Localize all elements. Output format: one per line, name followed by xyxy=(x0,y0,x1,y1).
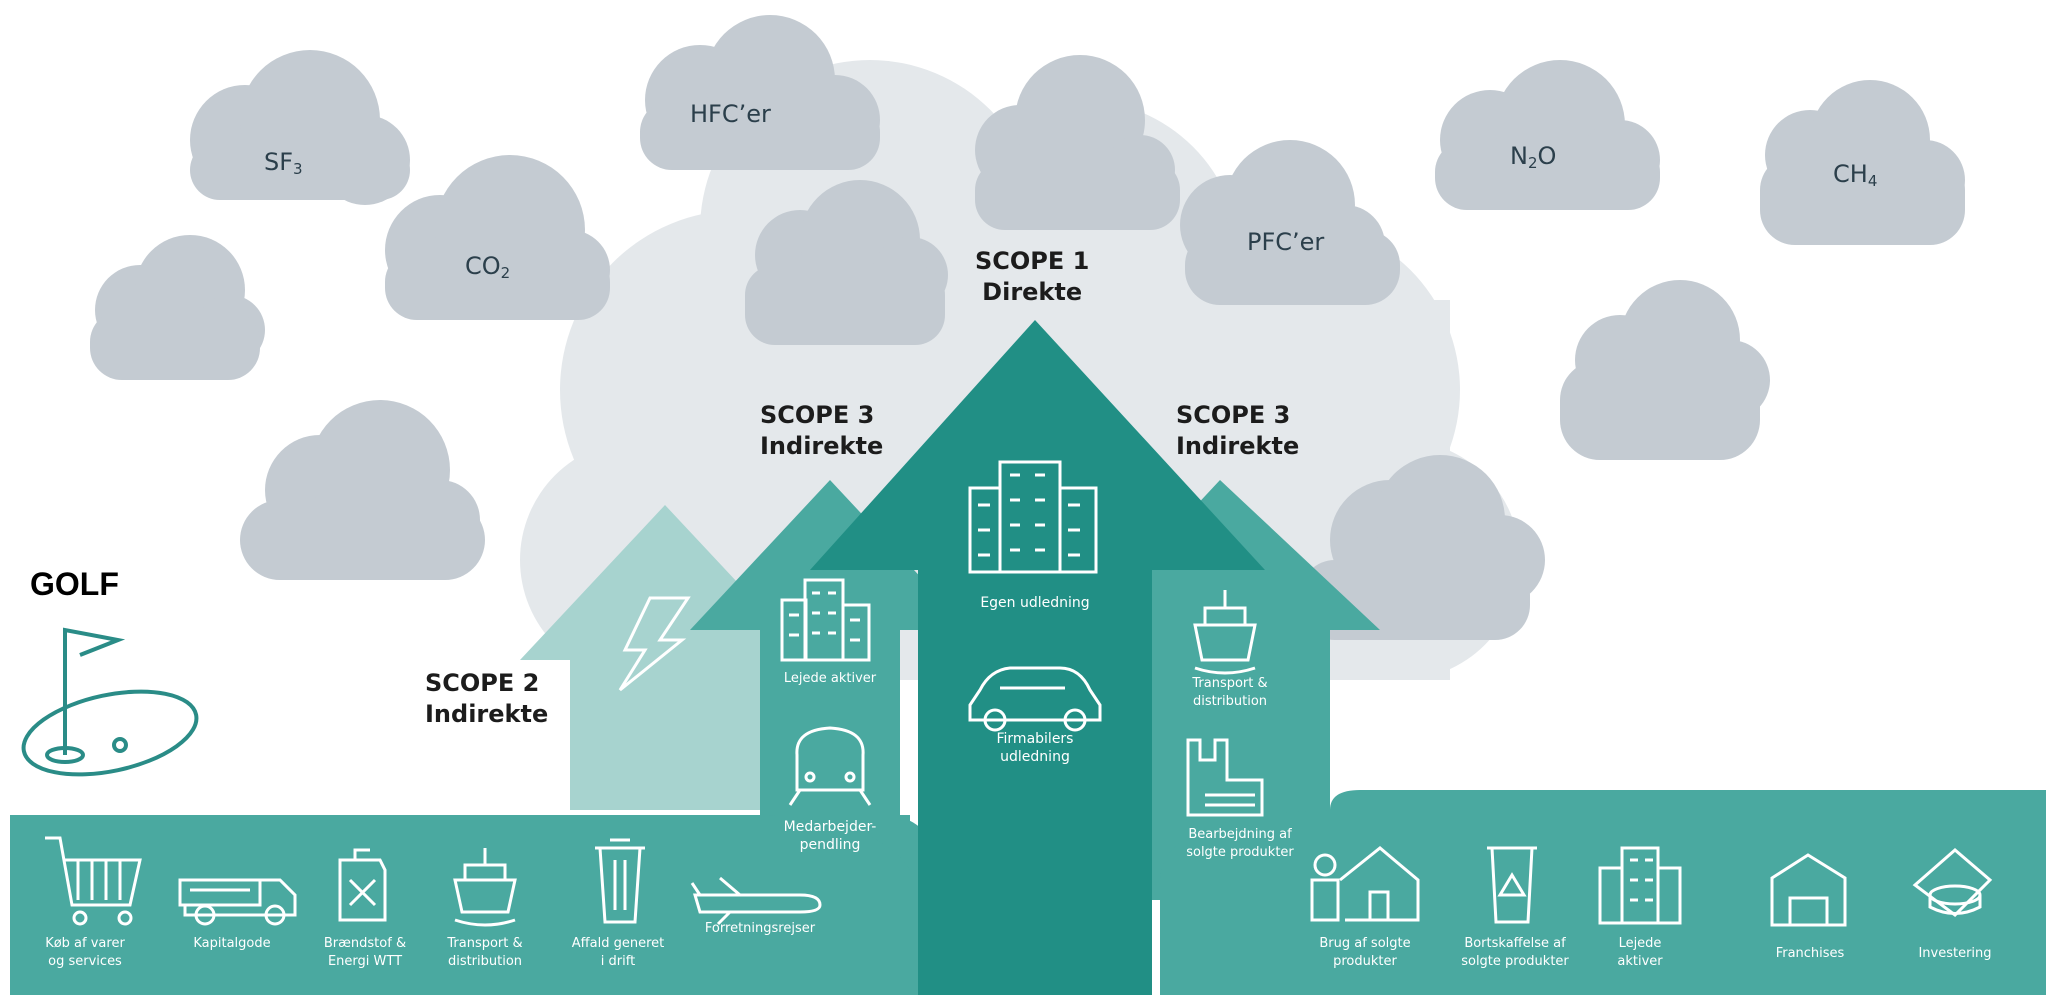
label-transport-left: Transport & distribution xyxy=(447,936,523,969)
scope2-arrow xyxy=(520,505,810,810)
airplane-icon xyxy=(690,876,822,926)
scope3-left-curve xyxy=(760,815,910,870)
gas-base: CO xyxy=(465,252,501,280)
car-icon xyxy=(968,666,1102,732)
label-brug-solgte: Brug af solgte produkter xyxy=(1319,936,1411,969)
building-small-icon xyxy=(780,578,871,662)
gas-label-hfc: HFC’er xyxy=(690,100,771,128)
fuel-can-icon xyxy=(338,848,387,922)
label-franchises: Franchises xyxy=(1775,946,1845,961)
recycle-bin-icon xyxy=(1487,846,1537,924)
scope-title: SCOPE 3 xyxy=(1176,401,1291,429)
label-lejede-right: Lejede aktiver xyxy=(1617,936,1663,969)
scope1-label: SCOPE 1 Direkte xyxy=(975,246,1089,308)
cloud-n2o xyxy=(1435,60,1660,210)
cloud-center-top xyxy=(975,55,1180,230)
cloud-bottom-right xyxy=(1300,455,1545,640)
building-icon xyxy=(1598,846,1682,925)
golf-label: GOLF xyxy=(30,566,119,602)
scope-subtitle: Direkte xyxy=(982,278,1083,306)
building-icon xyxy=(968,460,1098,574)
train-icon xyxy=(788,726,872,806)
cloud-left xyxy=(90,235,265,380)
cloud-sf3 xyxy=(190,50,410,205)
scope-subtitle: Indirekte xyxy=(425,700,549,728)
warehouse-icon xyxy=(1770,853,1847,927)
truck-icon xyxy=(178,878,297,926)
cloud-center-left xyxy=(745,180,948,345)
label-lejede-aktiver: Lejede aktiver xyxy=(783,671,877,686)
gas-label-pfc: PFC’er xyxy=(1247,228,1325,256)
golf-flag-icon xyxy=(21,627,199,777)
waste-bin-icon xyxy=(595,838,645,924)
scope3-left-label: SCOPE 3 Indirekte xyxy=(760,400,883,462)
label-braendstof: Brændstof & Energi WTT xyxy=(323,936,407,969)
scope-subtitle: Indirekte xyxy=(760,432,884,460)
gas-sub: 4 xyxy=(1867,172,1878,190)
scope3-left-arrow xyxy=(690,480,970,900)
gas-label-sf3: SF3 xyxy=(264,148,303,178)
label-investering: Investering xyxy=(1918,946,1992,961)
gas-label-ch4: CH4 xyxy=(1833,160,1877,190)
scope1-arrow xyxy=(810,320,1265,995)
label-affald: Affald generet i drift xyxy=(571,936,665,969)
label-koeb-varer: Køb af varer og services xyxy=(45,936,125,969)
shopping-cart-icon xyxy=(45,836,142,926)
label-bearbejdning: Bearbejdning af solgte produkter xyxy=(1186,827,1294,860)
label-bortskaffelse: Bortskaffelse af solgte produkter xyxy=(1461,936,1569,969)
gas-rest: O xyxy=(1537,142,1557,170)
gas-base: CH xyxy=(1833,160,1868,188)
scope-title: SCOPE 1 xyxy=(975,247,1090,275)
gas-label-n2o: N2O xyxy=(1510,142,1556,172)
coins-icon xyxy=(1912,848,1993,917)
cloud-bottom-left xyxy=(240,400,485,580)
label-transport-right: Transport & distribution xyxy=(1192,676,1268,709)
cloud-co2 xyxy=(385,155,610,320)
cloud-hfc xyxy=(640,15,880,170)
gas-base: SF xyxy=(264,148,294,176)
lightning-icon xyxy=(618,596,691,692)
gas-sub: 3 xyxy=(293,160,303,178)
gas-sub: 2 xyxy=(1527,154,1538,172)
ship-icon xyxy=(453,848,517,927)
factory-icon xyxy=(1186,738,1264,817)
label-kapitalgode: Kapitalgode xyxy=(193,936,271,951)
label-forretningsrejser: Forretningsrejser xyxy=(704,921,816,936)
scope-title: SCOPE 2 xyxy=(425,669,540,697)
cloud-ch4 xyxy=(1760,80,1965,245)
person-house-icon xyxy=(1310,846,1420,922)
label-firmabiler: Firmabilers udledning xyxy=(996,731,1074,765)
scope3-right-arrow xyxy=(1080,480,1380,900)
gas-sub: 2 xyxy=(500,264,511,282)
gas-label-co2: CO2 xyxy=(465,252,510,282)
cloud-right xyxy=(1560,280,1770,460)
label-medarbejder: Medarbejder- pendling xyxy=(783,819,877,853)
scope-title: SCOPE 3 xyxy=(760,401,875,429)
cloud-pfc xyxy=(1180,140,1400,305)
ship-icon xyxy=(1193,590,1257,675)
bottom-band xyxy=(10,815,935,995)
scope-subtitle: Indirekte xyxy=(1176,432,1300,460)
scope3-right-label: SCOPE 3 Indirekte xyxy=(1176,400,1299,462)
gas-base: N xyxy=(1510,142,1528,170)
bottom-band-right xyxy=(1160,790,2046,995)
label-egen-udledning: Egen udledning xyxy=(980,595,1090,611)
scope2-label: SCOPE 2 Indirekte xyxy=(425,668,548,730)
